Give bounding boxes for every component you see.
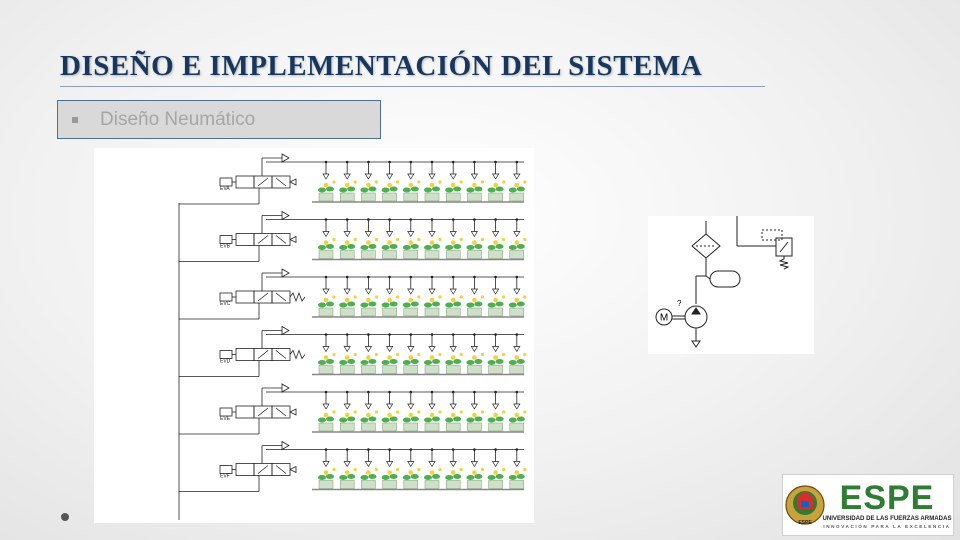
subtitle-box: Diseño Neumático — [57, 100, 381, 139]
plant-pot-icon — [466, 448, 484, 489]
plant-pot-icon — [445, 448, 463, 489]
plant-pot-icon — [487, 333, 506, 374]
plant-pot-icon — [318, 448, 336, 489]
plant-pot-icon — [339, 390, 357, 432]
plant-pot-icon — [508, 218, 527, 259]
plant-pot-icon — [381, 218, 400, 259]
plant-pot-icon — [402, 333, 421, 374]
plant-pot-icon — [318, 275, 336, 317]
plant-pot-icon — [445, 333, 463, 374]
plant-pot-icon — [381, 448, 400, 489]
question-mark-label: ? — [677, 299, 682, 308]
pneumatic-diagram: EVA EVB EVC EVD EVE EVF — [94, 148, 534, 523]
valve-label: EVE — [220, 416, 231, 422]
bullet-square-icon — [72, 116, 78, 123]
plant-pot-icon — [466, 275, 484, 317]
plant-pot-icon — [402, 160, 421, 202]
plant-pot-icon — [360, 160, 378, 202]
plant-pot-icon — [381, 275, 400, 317]
plant-pot-icon — [508, 160, 527, 202]
plant-pot-icon — [487, 275, 506, 317]
seal-caption: ESPE — [798, 520, 812, 526]
plant-pot-icon — [508, 275, 527, 317]
plant-pot-icon — [487, 448, 506, 489]
plant-pot-icon — [381, 160, 400, 202]
plant-pot-icon — [445, 160, 463, 202]
plant-pot-icon — [318, 333, 336, 374]
plant-pot-icon — [508, 390, 527, 432]
plant-pot-icon — [318, 390, 336, 432]
plant-pot-icon — [339, 448, 357, 489]
plant-pot-icon — [466, 390, 484, 432]
plant-pot-icon — [318, 160, 336, 202]
plant-pot-icon — [424, 160, 442, 202]
air-tank-icon — [709, 270, 741, 288]
plant-pot-icon — [487, 390, 506, 432]
plant-pot-icon — [381, 390, 400, 432]
plant-pot-icon — [445, 275, 463, 317]
plant-pot-icon — [339, 275, 357, 317]
plant-pot-icon — [466, 160, 484, 202]
plant-pot-icon — [402, 448, 421, 489]
valve-row: EVA — [179, 153, 527, 205]
inlet-icon — [691, 340, 701, 348]
plant-pot-icon — [424, 333, 442, 374]
motor-label: M — [660, 313, 668, 324]
plant-pot-icon — [466, 218, 484, 259]
valve-label: EVB — [220, 244, 231, 250]
title-underline — [60, 86, 765, 87]
motor-icon — [655, 308, 673, 326]
plant-pot-icon — [360, 275, 378, 317]
plant-pot-icon — [381, 333, 400, 374]
plant-pot-icon — [487, 218, 506, 259]
plant-pot-icon — [424, 218, 442, 259]
valve-label: EVF — [220, 474, 230, 480]
valve-label: EVC — [220, 301, 231, 307]
compressor-unit-diagram: M ? — [648, 216, 814, 354]
valve-row: EVC — [179, 268, 527, 320]
plant-pot-icon — [445, 218, 463, 259]
valve-row: EVD — [179, 325, 527, 377]
logo-line2: INNOVACIÓN PARA LA EXCELENCIA — [823, 522, 950, 529]
plant-pot-icon — [466, 333, 484, 374]
plant-pot-icon — [508, 333, 527, 374]
plant-pot-icon — [360, 218, 378, 259]
espe-logo: ESPE ESPE UNIVERSIDAD DE LAS FUERZAS ARM… — [782, 474, 954, 536]
valve-row: EVF — [179, 440, 527, 492]
plant-pot-icon — [318, 218, 336, 259]
plant-pot-icon — [487, 160, 506, 202]
plant-pot-icon — [424, 390, 442, 432]
plant-pot-icon — [402, 390, 421, 432]
valve-row: EVE — [179, 383, 527, 435]
plant-pot-icon — [402, 275, 421, 317]
espe-logo-svg: ESPE ESPE UNIVERSIDAD DE LAS FUERZAS ARM… — [785, 479, 952, 529]
valve-label: EVD — [220, 359, 231, 365]
plant-pot-icon — [360, 448, 378, 489]
logo-brand: ESPE — [840, 479, 935, 517]
plant-pot-icon — [424, 448, 442, 489]
subtitle-text: Diseño Neumático — [100, 108, 256, 130]
compressor-svg: M ? — [655, 216, 793, 348]
plant-pot-icon — [360, 390, 378, 432]
plant-pot-icon — [339, 160, 357, 202]
plant-pot-icon — [339, 333, 357, 374]
slide-bullet-dot — [61, 513, 69, 521]
valve-row: EVB — [179, 210, 527, 262]
logo-line1: UNIVERSIDAD DE LAS FUERZAS ARMADAS — [822, 515, 951, 522]
plant-pot-icon — [445, 390, 463, 432]
pneumatic-diagram-svg: EVA EVB EVC EVD EVE EVF — [178, 153, 527, 520]
plant-pot-icon — [508, 448, 527, 489]
plant-pot-icon — [360, 333, 378, 374]
plant-pot-icon — [339, 218, 357, 259]
spring-icon — [778, 256, 790, 270]
valve-label: EVA — [220, 186, 230, 192]
plant-pot-icon — [424, 275, 442, 317]
slide-title: DISEÑO E IMPLEMENTACIÓN DEL SISTEMA — [60, 50, 703, 82]
plant-pot-icon — [402, 218, 421, 259]
